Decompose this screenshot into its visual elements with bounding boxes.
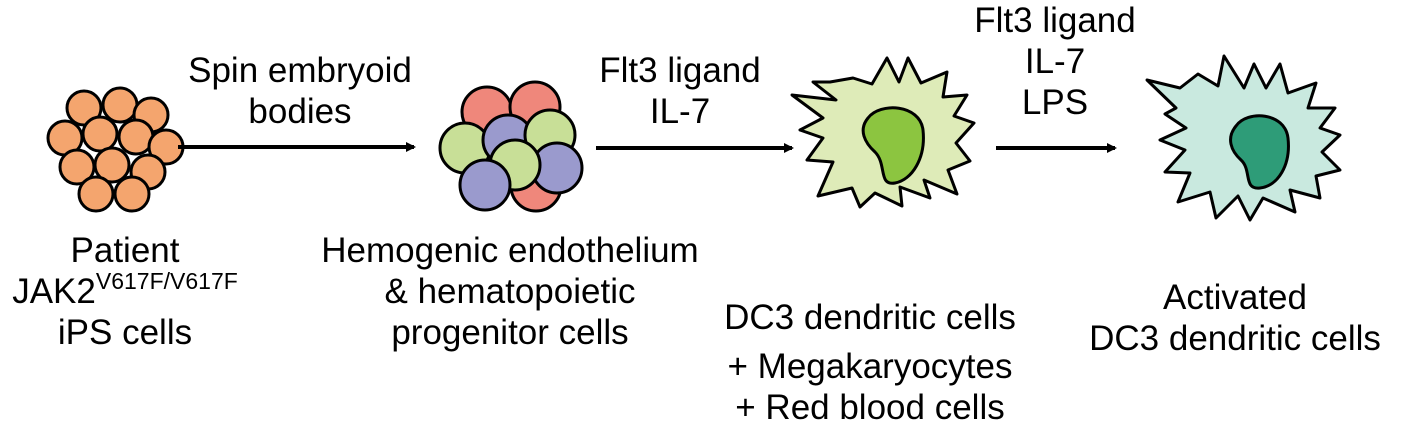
step2-line1: Flt3 ligand xyxy=(599,51,761,90)
ips-cell-cluster-icon xyxy=(46,86,185,213)
dc3-line3: + Red blood cells xyxy=(735,388,1005,427)
step2-line2: IL-7 xyxy=(649,92,711,131)
step2-label: Flt3 ligand IL-7 xyxy=(560,50,800,132)
step3-label: Flt3 ligand IL-7 LPS xyxy=(935,0,1175,123)
ips-line3: iPS cells xyxy=(57,313,193,352)
dc3-dendritic-cell-icon xyxy=(790,56,976,209)
gene-name: JAK2 xyxy=(12,272,96,311)
activated-dc3-cell-icon xyxy=(1145,54,1342,222)
mutation-superscript: V617F/V617F xyxy=(95,268,238,294)
progenitor-cell-cluster-icon xyxy=(438,80,584,213)
step3-line1: Flt3 ligand xyxy=(974,1,1136,40)
activated-stage-label: Activated DC3 dendritic cells xyxy=(1060,277,1410,359)
step3-line3: LPS xyxy=(1021,83,1089,122)
dc3-line2: + Megakaryocytes xyxy=(727,347,1013,386)
step3-line2: IL-7 xyxy=(1024,42,1086,81)
ips-line2: JAK2V617F/V617F xyxy=(0,268,250,312)
hemogenic-line2: & hematopoietic xyxy=(384,272,636,311)
step1-line2: bodies xyxy=(248,92,352,131)
step1-label: Spin embryoid bodies xyxy=(150,50,450,132)
activated-line2: DC3 dendritic cells xyxy=(1089,319,1381,358)
activated-line1: Activated xyxy=(1163,278,1307,317)
hemogenic-line3: progenitor cells xyxy=(391,313,629,352)
hemogenic-stage-label: Hemogenic endothelium & hematopoietic pr… xyxy=(260,230,760,353)
dc3-stage-label: DC3 dendritic cells + Megakaryocytes + R… xyxy=(660,297,1080,428)
hemogenic-line1: Hemogenic endothelium xyxy=(321,231,699,270)
step1-line1: Spin embryoid xyxy=(188,51,412,90)
dc3-line1: DC3 dendritic cells xyxy=(724,298,1016,337)
ips-line1: Patient xyxy=(70,231,180,270)
ips-stage-label: Patient JAK2V617F/V617F iPS cells xyxy=(0,230,250,353)
